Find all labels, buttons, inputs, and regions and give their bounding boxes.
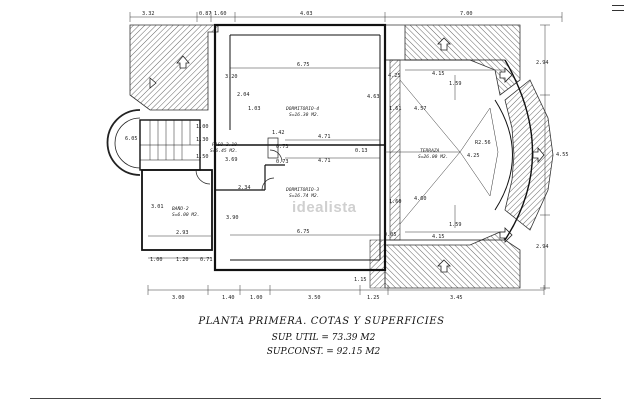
dim-inner: 1.15 <box>354 277 367 283</box>
dim-inner: 0.71 <box>200 257 213 263</box>
plan-title: PLANTA PRIMERA. COTAS Y SUPERFICIES <box>198 316 445 327</box>
room-dormitorio4-name: DORMITORIO-4 <box>285 106 319 112</box>
dim-inner: 1.59 <box>449 222 462 228</box>
dim-bottom-3: 1.00 <box>250 295 263 301</box>
dim-top-1: 3.32 <box>142 11 155 17</box>
room-terraza-name: TERRAZA <box>420 148 440 154</box>
dim-top-3: 1.60 <box>214 11 227 17</box>
bottom-rule <box>30 398 601 399</box>
staircase <box>106 109 191 176</box>
dim-inner: R2.56 <box>475 140 491 146</box>
dim-top-2: 0.87 <box>199 11 212 17</box>
dim-inner: 4.63 <box>367 94 380 100</box>
room-bano-name: BAÑO-2 <box>172 205 189 212</box>
dim-inner: 1.42 <box>272 130 285 136</box>
dim-inner: 0.73 <box>276 144 289 150</box>
dim-inner: 4.71 <box>318 158 331 164</box>
built-area: SUP.CONST. = 92.15 M2 <box>266 347 381 357</box>
dim-inner: 0.13 <box>355 148 368 154</box>
dim-right-2: 4.55 <box>556 152 569 158</box>
dim-inner: 6.75 <box>297 229 310 235</box>
dim-top-4: 4.03 <box>300 11 313 17</box>
room-paso-area: S=6.45 M2. <box>210 148 238 154</box>
dim-inner: 4.60 <box>414 196 427 202</box>
dim-inner: 1.30 <box>196 137 209 143</box>
dim-bottom-5: 1.25 <box>367 295 380 301</box>
dim-inner: 3.01 <box>151 204 164 210</box>
door-swings <box>195 137 283 191</box>
useful-area: SUP. UTIL = 73.39 M2 <box>271 333 376 343</box>
dim-inner: 1.50 <box>196 154 209 160</box>
dim-bottom-1: 3.00 <box>172 295 185 301</box>
room-paso-name: PASO 2.10 <box>212 142 237 148</box>
dim-right-1: 2.94 <box>536 60 549 66</box>
dim-inner: 1.03 <box>248 106 261 112</box>
dim-inner: 1.60 <box>389 199 402 205</box>
room-terraza-area: S=26.00 M2. <box>418 154 448 160</box>
roof-arrows <box>149 37 545 273</box>
dim-inner: 2.93 <box>176 230 189 236</box>
dim-inner: 1.59 <box>449 81 462 87</box>
dimension-labels: 3.32 0.87 1.60 4.03 7.00 3.00 1.40 1.00 … <box>125 11 569 301</box>
dimension-lines <box>129 12 563 295</box>
room-bano-area: S=6.00 M2. <box>172 212 200 218</box>
room-dormitorio3-area: S=16.74 M2. <box>289 193 319 199</box>
dim-inner: 1.20 <box>176 257 189 263</box>
dim-inner: 4.15 <box>432 71 445 77</box>
dim-bottom-6: 3.45 <box>450 295 463 301</box>
dim-inner: 3.90 <box>226 215 239 221</box>
dim-inner: 1.00 <box>196 124 209 130</box>
room-dormitorio3-name: DORMITORIO-3 <box>285 187 319 193</box>
dim-inner: 4.25 <box>388 73 401 79</box>
dim-inner: 6.75 <box>297 62 310 68</box>
dim-inner: 4.71 <box>318 134 331 140</box>
watermark: idealista <box>292 199 357 216</box>
dim-inner: 4.57 <box>414 106 427 112</box>
dim-inner: 3.69 <box>225 157 238 163</box>
dim-inner: 2.34 <box>238 185 251 191</box>
dim-right-3: 2.94 <box>536 244 549 250</box>
dim-inner: 0.05 <box>384 232 397 238</box>
dim-bottom-2: 1.40 <box>222 295 235 301</box>
walls <box>139 23 534 272</box>
dim-inner: 2.04 <box>237 92 250 98</box>
dim-top-5: 7.00 <box>460 11 473 17</box>
roof-hatching <box>129 24 554 289</box>
dim-inner: 1.61 <box>389 106 402 112</box>
dim-inner: 4.25 <box>467 153 480 159</box>
dim-inner: 3.20 <box>225 74 238 80</box>
dim-inner: 6.05 <box>125 136 138 142</box>
corner-marks <box>612 5 624 11</box>
dim-bottom-4: 3.50 <box>308 295 321 301</box>
dim-inner: 1.00 <box>150 257 163 263</box>
dim-inner: 4.15 <box>432 234 445 240</box>
room-dormitorio4-area: S=16.30 M2. <box>289 112 319 118</box>
room-labels: DORMITORIO-4 S=16.30 M2. PASO 2.10 S=6.4… <box>172 106 448 218</box>
dim-inner: 0.73 <box>276 159 289 165</box>
